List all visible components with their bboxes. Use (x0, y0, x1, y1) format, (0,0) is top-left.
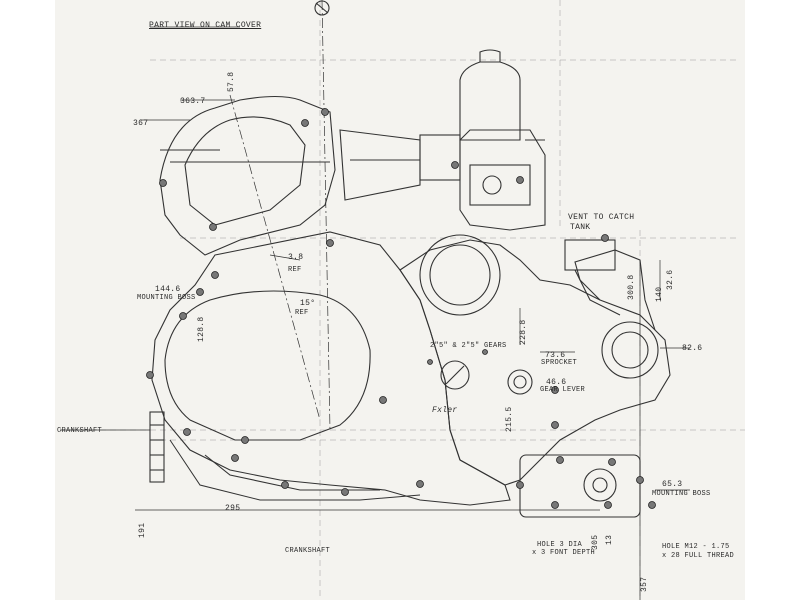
crankcase-outline (151, 231, 511, 506)
dim-label: 73.6 (545, 351, 566, 360)
dim-label: 363.7 (180, 97, 206, 106)
dim-label: 32.6 (666, 269, 675, 290)
crankshaft-label-bottom: CRANKSHAFT (285, 547, 331, 555)
ref-label: REF (288, 266, 302, 274)
dim-label: 228.8 (519, 319, 528, 345)
dim-label: 191 (138, 522, 147, 538)
vent-caption: VENT TO CATCH (568, 213, 635, 222)
center-label: Fxler (432, 406, 458, 415)
hole-right-label-2: x 28 FULL THREAD (662, 552, 735, 560)
sprocket-boss (507, 369, 533, 395)
dim-label: 300.8 (627, 274, 636, 300)
drawing-sheet (55, 0, 745, 600)
dim-label: 140 (655, 286, 664, 302)
dim-label: 3.8 (288, 253, 304, 262)
dim-label: 15° (300, 299, 316, 308)
dim-label: 215.5 (505, 406, 514, 432)
gear-cover (440, 360, 470, 390)
part-view-caption: PART VIEW ON CAM COVER (149, 21, 262, 30)
dim-label: 13 (605, 534, 614, 545)
dim-label: 367 (133, 119, 149, 128)
dim-label: 82.6 (682, 344, 703, 353)
vent-bracket (564, 239, 616, 271)
crankcase-inner (164, 290, 371, 441)
dim-label: 305 (591, 534, 600, 550)
rear-mount-boss (601, 321, 659, 379)
mounting-boss-right-label: MOUNTING BOSS (652, 490, 711, 498)
mounting-boss-left-label: MOUNTING BOSS (137, 294, 196, 302)
hole-left-label: HOLE 3 DIA (537, 541, 583, 549)
dim-label: 57.8 (227, 71, 236, 92)
carburettor (339, 49, 546, 231)
dim-label: 65.3 (662, 480, 683, 489)
dim-label: 128.8 (197, 316, 206, 342)
gearbox-housing (399, 239, 671, 486)
hole-right-label: HOLE M12 - 1.75 (662, 543, 730, 551)
bolt-heads (146, 108, 656, 509)
dim-label: 295 (225, 504, 241, 513)
cam-cover (159, 95, 336, 256)
dim-label: 144.6 (155, 285, 181, 294)
sprocket-label: SPROCKET (541, 359, 578, 367)
sump-plate (519, 454, 641, 518)
vent-caption-2: TANK (570, 223, 591, 232)
clutch-boss (419, 234, 501, 316)
ref-label-2: REF (295, 309, 309, 317)
dim-label: 357 (640, 576, 649, 592)
gears-label: 2"5" & 2"5" GEARS (430, 342, 507, 350)
crankshaft-label: CRANKSHAFT (57, 427, 103, 435)
cam-cover-inner (184, 116, 306, 226)
dim-label: 46.6 (546, 378, 567, 387)
hole-left-label-2: x 3 FONT DEPTH (532, 549, 596, 557)
crank-spline (149, 411, 165, 483)
gear-lever-label: GEAR LEVER (540, 386, 586, 394)
